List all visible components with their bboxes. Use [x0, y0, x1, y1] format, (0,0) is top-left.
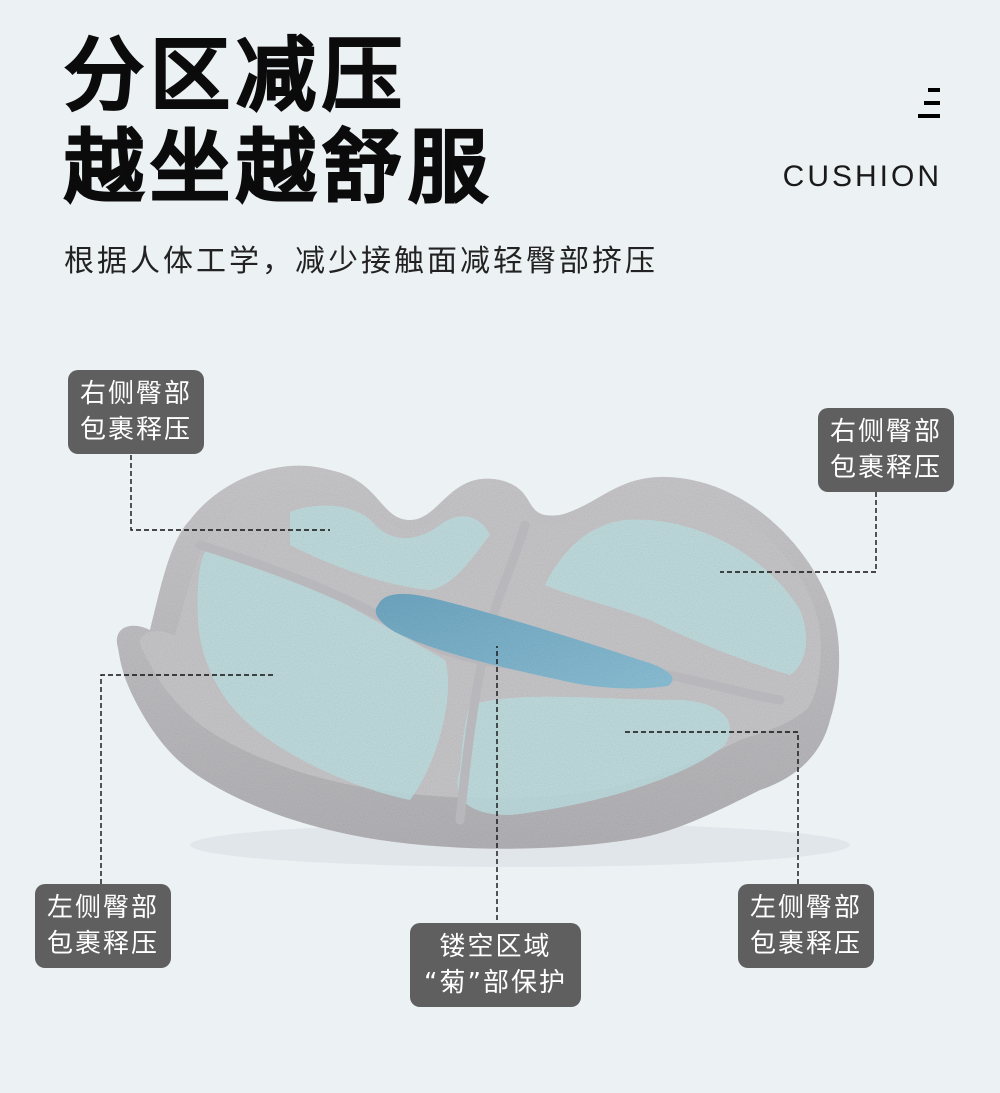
callout-line: “菊”部保护	[424, 968, 567, 998]
headline-line-1: 分区减压	[63, 29, 408, 123]
callout-line: 包裹释压	[47, 929, 160, 959]
leader-bottom-right	[625, 731, 799, 884]
leader-bottom-left	[100, 674, 275, 884]
zone-rear-left	[290, 505, 490, 590]
callout-line: 右侧臀部	[80, 379, 193, 409]
brand-word: CUSHION	[782, 160, 942, 193]
subtitle: 根据人体工学，减少接触面减轻臀部挤压	[64, 244, 658, 279]
callout-bottom-right: 左侧臀部 包裹释压	[738, 884, 875, 968]
headline: 分区减压 越坐越舒服	[63, 29, 494, 215]
leader-top-right	[720, 492, 877, 573]
zone-front-left	[197, 551, 449, 800]
callout-line: 包裹释压	[830, 453, 943, 483]
leader-lines	[100, 455, 877, 920]
menu-lines-icon	[918, 88, 942, 120]
callout-line: 镂空区域	[439, 932, 552, 962]
callout-line: 左侧臀部	[47, 893, 160, 923]
callout-line: 包裹释压	[80, 415, 193, 445]
callout-line: 包裹释压	[750, 929, 863, 959]
callout-top-left: 右侧臀部 包裹释压	[68, 370, 205, 454]
callout-top-right: 右侧臀部 包裹释压	[818, 408, 955, 492]
callout-line: 右侧臀部	[830, 417, 943, 447]
leader-top-left	[130, 455, 330, 531]
zone-rear-right	[545, 519, 807, 675]
zone-front-right	[457, 696, 730, 815]
cutout-hollow	[375, 593, 673, 689]
headline-line-2: 越坐越舒服	[63, 121, 494, 215]
callout-line: 左侧臀部	[750, 893, 863, 923]
pressure-zones	[197, 505, 807, 815]
callout-bottom-left: 左侧臀部 包裹释压	[35, 884, 172, 968]
callout-bottom-center: 镂空区域 “菊”部保护	[410, 923, 581, 1007]
